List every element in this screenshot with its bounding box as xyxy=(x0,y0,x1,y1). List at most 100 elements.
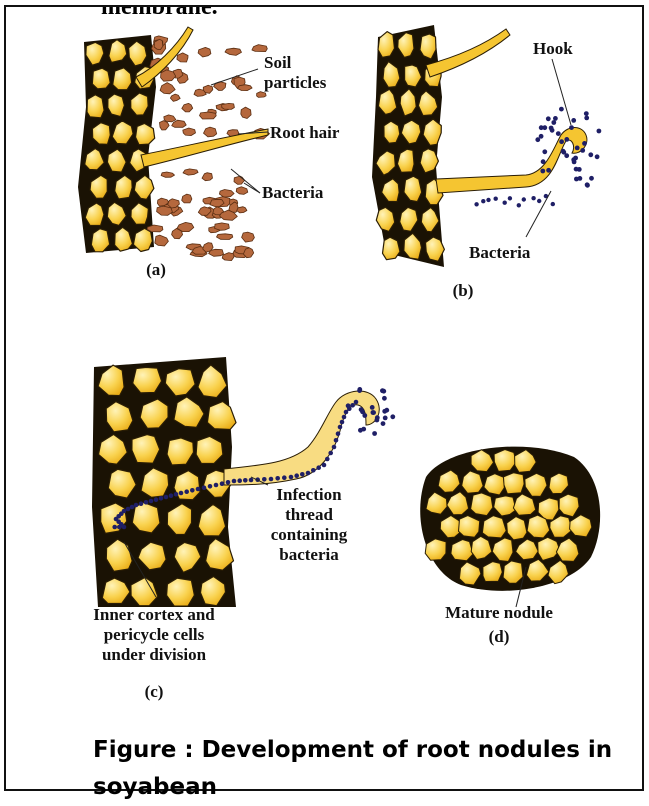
tissue-cell xyxy=(378,32,395,58)
bacterium xyxy=(359,407,364,412)
panel-d-mature-nodule xyxy=(420,447,600,591)
soil-particle xyxy=(222,103,235,109)
panel-b-letter: (b) xyxy=(453,281,474,301)
panel-b-pointer-lines xyxy=(526,59,571,237)
bacterium xyxy=(508,196,512,200)
panel-b-curled-root-hair xyxy=(436,128,587,194)
bacterium xyxy=(589,176,594,181)
bacterium xyxy=(559,107,564,112)
bacterium xyxy=(190,488,195,493)
soil-particle xyxy=(238,85,253,91)
bacterium xyxy=(559,139,564,144)
bacterium xyxy=(503,201,507,205)
soil-particle xyxy=(234,176,245,184)
soil-particle xyxy=(155,235,169,246)
bacterium xyxy=(382,409,387,414)
bacterium xyxy=(539,134,544,139)
tissue-cell xyxy=(136,123,155,144)
bacterium xyxy=(328,451,333,456)
bacterium xyxy=(275,476,280,481)
tissue-cell xyxy=(133,367,162,393)
tissue-cell xyxy=(108,94,125,117)
bacterium xyxy=(112,525,117,530)
bacterium xyxy=(154,497,159,502)
bacterium xyxy=(597,129,602,134)
soil-particle xyxy=(157,206,173,215)
bacterium xyxy=(474,202,478,206)
label-bacteria-a: Bacteria xyxy=(262,183,323,203)
bacterium xyxy=(542,125,547,130)
bacterium xyxy=(546,116,551,121)
soil-particle xyxy=(219,190,234,198)
bacterium xyxy=(134,503,139,508)
soil-particle xyxy=(182,194,192,203)
soil-particle xyxy=(242,232,255,242)
bacterium xyxy=(325,457,330,462)
bacterium xyxy=(122,525,127,530)
bacterium xyxy=(184,489,189,494)
bacterium xyxy=(375,418,380,423)
soil-particle xyxy=(214,82,226,91)
bacterium xyxy=(237,478,242,483)
bacterium xyxy=(531,196,535,200)
bacterium xyxy=(584,111,589,116)
soil-particle xyxy=(200,112,217,119)
bacterium xyxy=(584,116,589,121)
bacterium xyxy=(383,416,388,421)
bacterium xyxy=(522,197,526,201)
tissue-cell xyxy=(87,95,104,118)
soil-particle xyxy=(198,47,211,57)
bacterium xyxy=(571,157,576,162)
bacterium xyxy=(574,177,579,182)
bacterium xyxy=(372,431,377,436)
soil-particle xyxy=(237,207,247,213)
tissue-cell xyxy=(207,402,236,430)
bacterium xyxy=(381,389,386,394)
bacterium xyxy=(249,478,254,483)
figure-frame: membrane. xyxy=(4,5,644,791)
soil-particle xyxy=(222,253,234,261)
bacterium xyxy=(262,477,267,482)
panel-b-root-tissue xyxy=(372,25,444,267)
bacterium xyxy=(332,445,337,450)
bacterium xyxy=(569,125,574,130)
soil-particle xyxy=(202,173,213,181)
soil-particle xyxy=(241,107,251,118)
bacterium xyxy=(577,167,582,172)
bacterium xyxy=(575,146,580,151)
bacterium xyxy=(486,198,490,202)
bacterium xyxy=(174,492,179,497)
bacterium xyxy=(595,154,600,159)
label-soil-particles: Soil particles xyxy=(264,53,326,93)
panel-a-root-hair xyxy=(141,129,268,167)
bacterium xyxy=(269,477,274,482)
bacterium xyxy=(481,199,485,203)
label-inner-cortex: Inner cortex and pericycle cells under d… xyxy=(93,605,215,665)
bacterium xyxy=(289,475,294,480)
bacterium xyxy=(540,169,545,174)
bacterium xyxy=(551,202,555,206)
nodule-cell xyxy=(503,561,523,583)
bacterium xyxy=(243,478,248,483)
caption-line-1: Figure : Development of root nodules in xyxy=(93,732,649,769)
label-hook: Hook xyxy=(533,39,573,59)
bacterium xyxy=(334,438,339,443)
label-bacteria-b: Bacteria xyxy=(469,243,530,263)
bacterium xyxy=(159,496,164,501)
bacterium xyxy=(130,505,135,510)
soil-particle xyxy=(236,187,248,195)
soil-particle xyxy=(172,120,187,127)
bacterium xyxy=(370,405,375,410)
soil-particle xyxy=(164,115,176,122)
bacterium xyxy=(564,153,569,158)
bacterium xyxy=(571,118,576,123)
bacterium xyxy=(362,413,367,418)
bacterium xyxy=(336,431,341,436)
label-root-hair: Root hair xyxy=(270,123,339,143)
bacterium xyxy=(149,499,154,504)
bacterium xyxy=(344,410,349,415)
bacterium xyxy=(347,406,352,411)
bacterium xyxy=(208,484,213,489)
bacterium xyxy=(338,425,343,430)
soil-particle xyxy=(170,94,180,101)
